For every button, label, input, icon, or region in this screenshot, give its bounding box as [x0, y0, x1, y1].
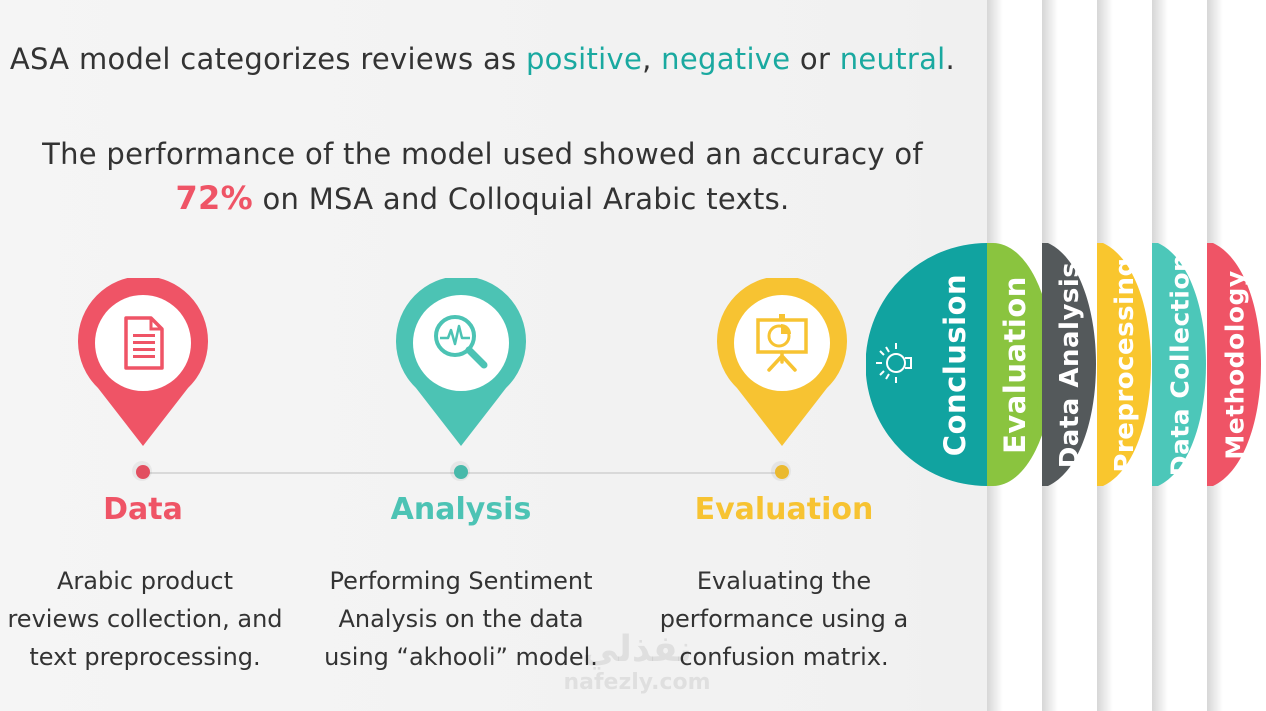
evaluation-pin: [717, 278, 847, 448]
watermark: نفذلي nafezly.com: [552, 629, 722, 696]
neutral-word: neutral: [839, 42, 946, 76]
magnifier-chart-icon: [434, 315, 488, 369]
tab-preprocessing-shape[interactable]: [1097, 243, 1152, 486]
data-desc-line3: text preprocessing.: [29, 643, 261, 671]
accuracy-percent: 72%: [175, 179, 253, 217]
intro-or: or: [790, 42, 840, 76]
intro-period: .: [945, 42, 956, 76]
analysis-dot: [450, 461, 470, 481]
performance-line2-rest: on MSA and Colloquial Arabic texts.: [252, 182, 790, 216]
analysis-pin: [396, 278, 526, 448]
data-pin: [78, 278, 208, 448]
data-title: Data: [103, 492, 183, 527]
analysis-title: Analysis: [390, 492, 532, 527]
data-dot: [132, 461, 152, 481]
negative-word: negative: [661, 42, 791, 76]
tab-evaluation[interactable]: Evaluation: [987, 243, 1042, 486]
tab-methodology[interactable]: Methodology: [1207, 243, 1262, 486]
tab-data-collection-shape[interactable]: [1152, 243, 1207, 486]
watermark-latin: nafezly.com: [563, 670, 711, 695]
performance-line1: The performance of the model used showed…: [42, 137, 923, 171]
presentation-icon: [756, 314, 808, 372]
performance-line2: 72% on MSA and Colloquial Arabic texts.: [0, 176, 965, 221]
tab-data-collection-label: Data Collection: [1165, 253, 1194, 476]
tab-preprocessing-label: Preprocessing: [1109, 256, 1140, 473]
evaluation-dot: [771, 461, 791, 481]
tab-evaluation-label: Evaluation: [997, 275, 1032, 454]
data-desc-line2: reviews collection, and: [7, 605, 283, 633]
evaluation-desc-line1: Evaluating the: [696, 567, 872, 595]
watermark-arabic: نفذلي: [581, 629, 693, 670]
intro-prefix: ASA model categorizes reviews as: [9, 42, 526, 76]
tab-data-analysis-label: Data Analysis: [1054, 261, 1085, 468]
intro-comma: ,: [642, 42, 662, 76]
data-description: Arabic product reviews collection, and t…: [0, 562, 295, 676]
positive-word: positive: [525, 42, 643, 76]
tab-methodology-shape[interactable]: [1207, 243, 1266, 486]
evaluation-description: Evaluating the performance using a confu…: [634, 562, 934, 676]
performance-text: The performance of the model used showed…: [0, 132, 965, 221]
data-desc-line1: Arabic product: [56, 567, 234, 595]
tab-data-analysis[interactable]: Data Analysis: [1042, 243, 1097, 486]
analysis-description: Performing Sentiment Analysis on the dat…: [311, 562, 611, 676]
evaluation-desc-line3: confusion matrix.: [679, 643, 889, 671]
tab-conclusion[interactable]: Conclusion: [930, 243, 980, 486]
tab-data-analysis-shape[interactable]: [1042, 243, 1097, 486]
evaluation-title: Evaluation: [694, 492, 874, 527]
document-icon: [124, 316, 164, 370]
tab-evaluation-shape[interactable]: [987, 243, 1042, 486]
tab-methodology-label: Methodology: [1220, 269, 1249, 460]
analysis-desc-line2: Analysis on the data: [338, 605, 584, 633]
intro-text: ASA model categorizes reviews as positiv…: [0, 42, 965, 76]
evaluation-desc-line2: performance using a: [659, 605, 909, 633]
analysis-desc-line1: Performing Sentiment: [329, 567, 593, 595]
analysis-desc-line3: using “akhooli” model.: [324, 643, 598, 671]
tab-conclusion-shape[interactable]: [866, 243, 987, 486]
tab-data-collection[interactable]: Data Collection: [1152, 243, 1207, 486]
tab-preprocessing[interactable]: Preprocessing: [1097, 243, 1152, 486]
tab-conclusion-label: Conclusion: [938, 273, 972, 456]
lightbulb-icon: [876, 343, 912, 383]
